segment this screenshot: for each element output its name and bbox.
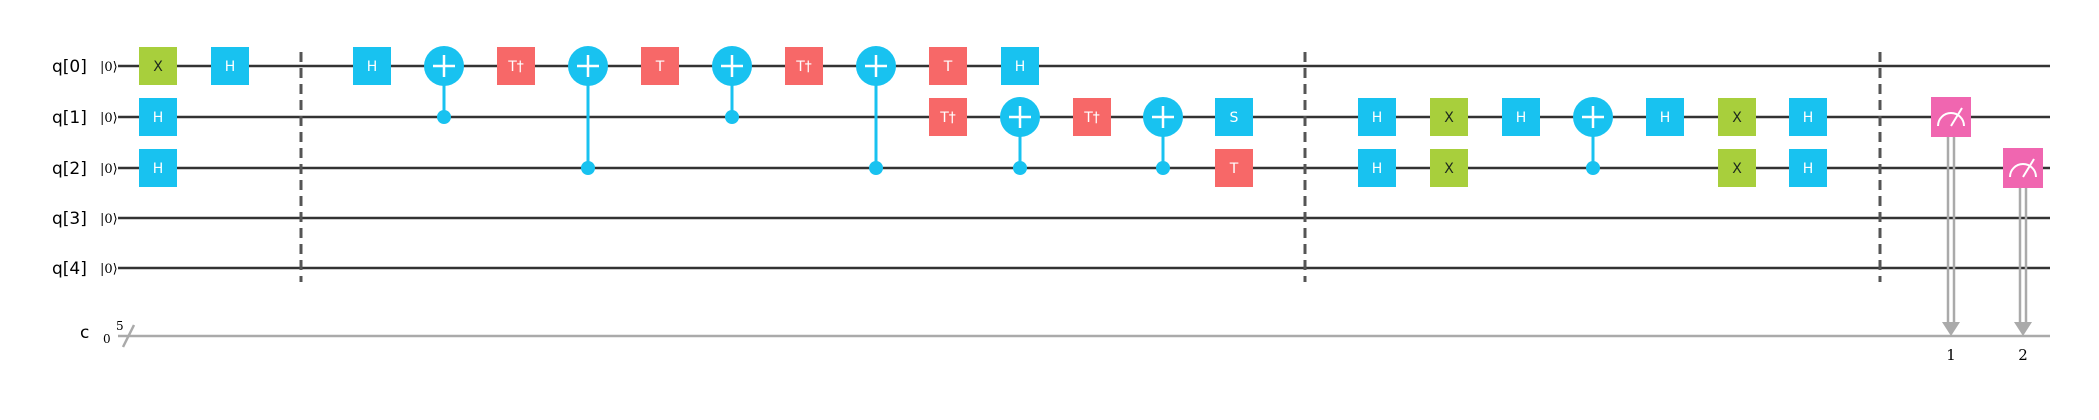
col13-gate0-tdg-gate-label: T† (1083, 110, 1100, 126)
col11-gate1-tdg-gate-label: T† (939, 110, 956, 126)
gates-layer: X H H H H T† T T† T T† H T† S T H H X X H H X X H H 1 2 (139, 46, 2043, 364)
col21-gate0-h-gate-box (1646, 98, 1684, 136)
col0-gate2-h-gate-label: H (153, 161, 164, 177)
col26-gate0-measure-cbit-label: 2 (2018, 346, 2028, 364)
col9-gate0-tdg-gate-label: T† (795, 59, 812, 75)
qubit-init-q2: |0⟩ (100, 162, 118, 177)
col8-gate0-cnot-control-dot (725, 110, 739, 124)
qubit-label-q0: q[0] (52, 57, 87, 77)
col11-gate0-t-gate-box (929, 47, 967, 85)
col23-gate0-h-gate-label: H (1803, 110, 1814, 126)
col17-gate1-h-gate-label: H (1372, 161, 1383, 177)
col18-gate1-x-gate-label: X (1444, 161, 1454, 177)
col22-gate0-x-gate-label: X (1732, 110, 1742, 126)
col7-gate0-t-gate-label: T (655, 59, 665, 75)
col25-gate0-measure-arrow (1942, 322, 1960, 336)
col18-gate1-x-gate-box (1430, 149, 1468, 187)
col20-gate0-cnot-control-dot (1586, 161, 1600, 175)
col15-gate0-s-gate-label: S (1230, 110, 1239, 126)
col25-gate0-measure-cbit-label: 1 (1946, 346, 1956, 364)
col23-gate1-h-gate-label: H (1803, 161, 1814, 177)
qubit-label-q4: q[4] (52, 259, 87, 279)
col0-gate1-h-gate-box (139, 98, 177, 136)
col15-gate1-t-gate-label: T (1229, 161, 1239, 177)
col5-gate0-tdg-gate-label: T† (507, 59, 524, 75)
col4-gate0-cnot-control-dot (437, 110, 451, 124)
col25-gate0-measure-meter-needle (1950, 107, 1963, 127)
col19-gate0-h-gate-box (1502, 98, 1540, 136)
col23-gate1-h-gate-box (1789, 149, 1827, 187)
col26-gate0-measure-meter-arc (2009, 163, 2037, 178)
col3-gate0-h-gate-box (353, 47, 391, 85)
classical-register-init: 0 (103, 332, 111, 346)
col3-gate0-h-gate-label: H (367, 59, 378, 75)
col1-gate0-h-gate-label: H (225, 59, 236, 75)
qubit-init-q4: |0⟩ (100, 262, 118, 277)
col12-gate0-h-gate-label: H (1015, 59, 1026, 75)
qubit-label-q1: q[1] (52, 108, 87, 128)
classical-register-size: 5 (116, 319, 124, 333)
col10-gate0-cnot-control-dot (869, 161, 883, 175)
col18-gate0-x-gate-label: X (1444, 110, 1454, 126)
col12-gate0-h-gate-box (1001, 47, 1039, 85)
col26-gate0-measure-arrow (2014, 322, 2032, 336)
col25-gate0-measure-box (1931, 97, 1971, 137)
col26-gate0-measure-meter-needle (2022, 158, 2035, 178)
col11-gate0-t-gate-label: T (943, 59, 953, 75)
col18-gate0-x-gate-box (1430, 98, 1468, 136)
col1-gate0-h-gate-box (211, 47, 249, 85)
col17-gate1-h-gate-box (1358, 149, 1396, 187)
col22-gate0-x-gate-box (1718, 98, 1756, 136)
col5-gate0-tdg-gate-box (497, 47, 535, 85)
col17-gate0-h-gate-box (1358, 98, 1396, 136)
col9-gate0-tdg-gate-box (785, 47, 823, 85)
col19-gate0-h-gate-label: H (1516, 110, 1527, 126)
col15-gate0-s-gate-box (1215, 98, 1253, 136)
col25-gate0-measure-meter-arc (1937, 112, 1965, 127)
col21-gate0-h-gate-label: H (1660, 110, 1671, 126)
qubit-init-q1: |0⟩ (100, 111, 118, 126)
col14-gate0-cnot-control-dot (1156, 161, 1170, 175)
col15-gate1-t-gate-box (1215, 149, 1253, 187)
col0-gate0-x-gate-label: X (153, 59, 163, 75)
col0-gate1-h-gate-label: H (153, 110, 164, 126)
qubit-label-q3: q[3] (52, 209, 87, 229)
col22-gate1-x-gate-box (1718, 149, 1756, 187)
col17-gate0-h-gate-label: H (1372, 110, 1383, 126)
col11-gate1-tdg-gate-box (929, 98, 967, 136)
qubit-init-q3: |0⟩ (100, 212, 118, 227)
qubit-init-q0: |0⟩ (100, 60, 118, 75)
classical-bundle-slash (121, 324, 136, 348)
col0-gate0-x-gate-box (139, 47, 177, 85)
col26-gate0-measure-box (2003, 148, 2043, 188)
col6-gate0-cnot-control-dot (581, 161, 595, 175)
col13-gate0-tdg-gate-box (1073, 98, 1111, 136)
col22-gate1-x-gate-label: X (1732, 161, 1742, 177)
qubit-label-q2: q[2] (52, 159, 87, 179)
classical-register-label: c (80, 323, 89, 343)
col12-gate1-cnot-control-dot (1013, 161, 1027, 175)
labels-layer: q[0] |0⟩ q[1] |0⟩ q[2] |0⟩ q[3] |0⟩ q[4]… (52, 57, 124, 346)
col23-gate0-h-gate-box (1789, 98, 1827, 136)
col7-gate0-t-gate-box (641, 47, 679, 85)
col0-gate2-h-gate-box (139, 149, 177, 187)
